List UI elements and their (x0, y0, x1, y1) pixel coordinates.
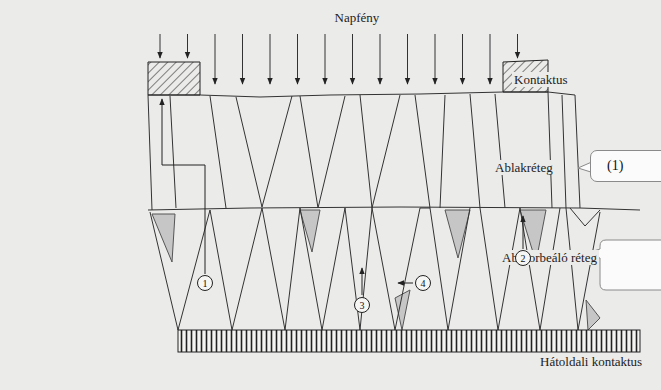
sunlight-arrow (160, 34, 161, 58)
top-surface (148, 92, 580, 208)
callout-number: 4 (415, 275, 431, 291)
callout-number: 1 (197, 275, 213, 291)
sunlight-arrow (462, 34, 463, 84)
callout-text: 4 (421, 278, 426, 289)
sunlight-arrow (270, 34, 271, 84)
sunlight-arrow (325, 34, 326, 84)
window-grains (148, 92, 566, 210)
sunlight-arrow (187, 34, 188, 58)
sunlight-arrows (160, 34, 518, 84)
callout-number: 2 (515, 250, 531, 266)
sunlight-arrow (215, 34, 216, 84)
sunlight-arrow (490, 34, 491, 84)
layer-label: Hátoldali kontaktus (538, 354, 644, 369)
layer-label: Ablakréteg (493, 160, 555, 175)
sunlight-arrow (380, 34, 381, 84)
callout-text: (1) (607, 158, 623, 174)
sunlight-arrow (517, 34, 518, 58)
callout-number: 3 (354, 297, 370, 313)
callout-text: 3 (360, 300, 365, 311)
current-path (362, 268, 363, 295)
current-path (398, 283, 413, 284)
sunlight-arrow (297, 34, 298, 84)
callout-text: 2 (521, 253, 526, 264)
sunlight-arrow (407, 34, 408, 84)
sunlight-label: Napfény (333, 10, 382, 25)
sunlight-arrow (242, 34, 243, 84)
front-contact (148, 62, 200, 95)
current-paths (162, 99, 205, 274)
callout-text: 1 (203, 278, 208, 289)
sunlight-arrow (352, 34, 353, 84)
callout-bubble: (1) (590, 150, 661, 182)
contact-label: Kontaktus (512, 72, 569, 87)
absorber-grains (150, 208, 600, 330)
sunlight-arrow (435, 34, 436, 84)
back-contact (178, 330, 640, 352)
empty-callout-bubble (584, 240, 661, 290)
current-path (523, 216, 524, 249)
